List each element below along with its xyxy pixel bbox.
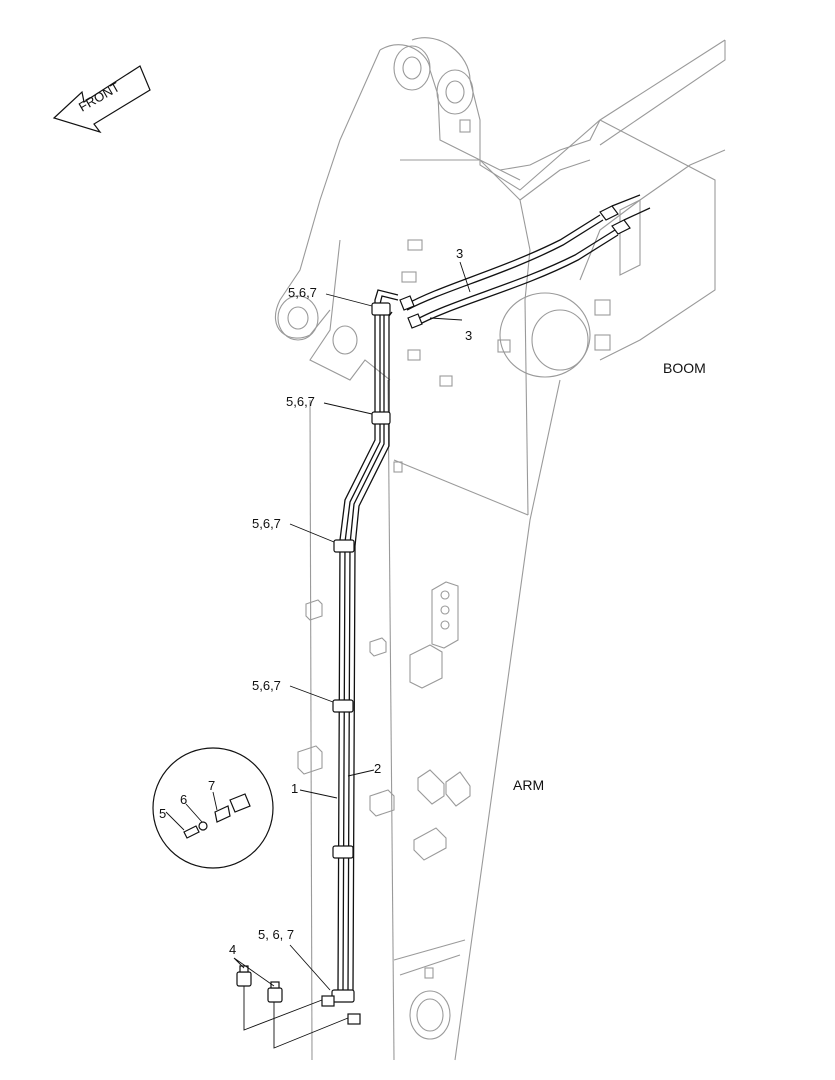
- boom-structure: [274, 37, 726, 387]
- detail-washer-label: 6: [180, 792, 187, 807]
- leader-lines: [165, 261, 471, 1049]
- detail-clamp-label: 7: [208, 778, 215, 793]
- callout-pipe-1: 1: [291, 781, 298, 796]
- clamp-set: [321, 302, 391, 1025]
- front-arrow-icon: FRONT: [52, 65, 151, 134]
- callout-clamp-3: 5,6,7: [252, 516, 281, 531]
- callout-hose-upper: 3: [456, 246, 463, 261]
- callout-clamp-1: 5,6,7: [288, 285, 317, 300]
- callout-hose-lower: 3: [465, 328, 472, 343]
- detail-bolt-label: 5: [159, 806, 166, 821]
- hose-assembly-3: [399, 194, 651, 329]
- callout-plug: 4: [229, 942, 236, 957]
- plug-set: [236, 965, 283, 1003]
- arm-label: ARM: [513, 777, 544, 793]
- callout-clamp-2: 5,6,7: [286, 394, 315, 409]
- callout-clamp-5: 5, 6, 7: [258, 927, 294, 942]
- pipe-assembly: [337, 289, 399, 991]
- boom-label: BOOM: [663, 360, 706, 376]
- arm-structure: [297, 299, 561, 1061]
- detail-view: [152, 747, 274, 869]
- callout-clamp-4: 5,6,7: [252, 678, 281, 693]
- callout-pipe-2: 2: [374, 761, 381, 776]
